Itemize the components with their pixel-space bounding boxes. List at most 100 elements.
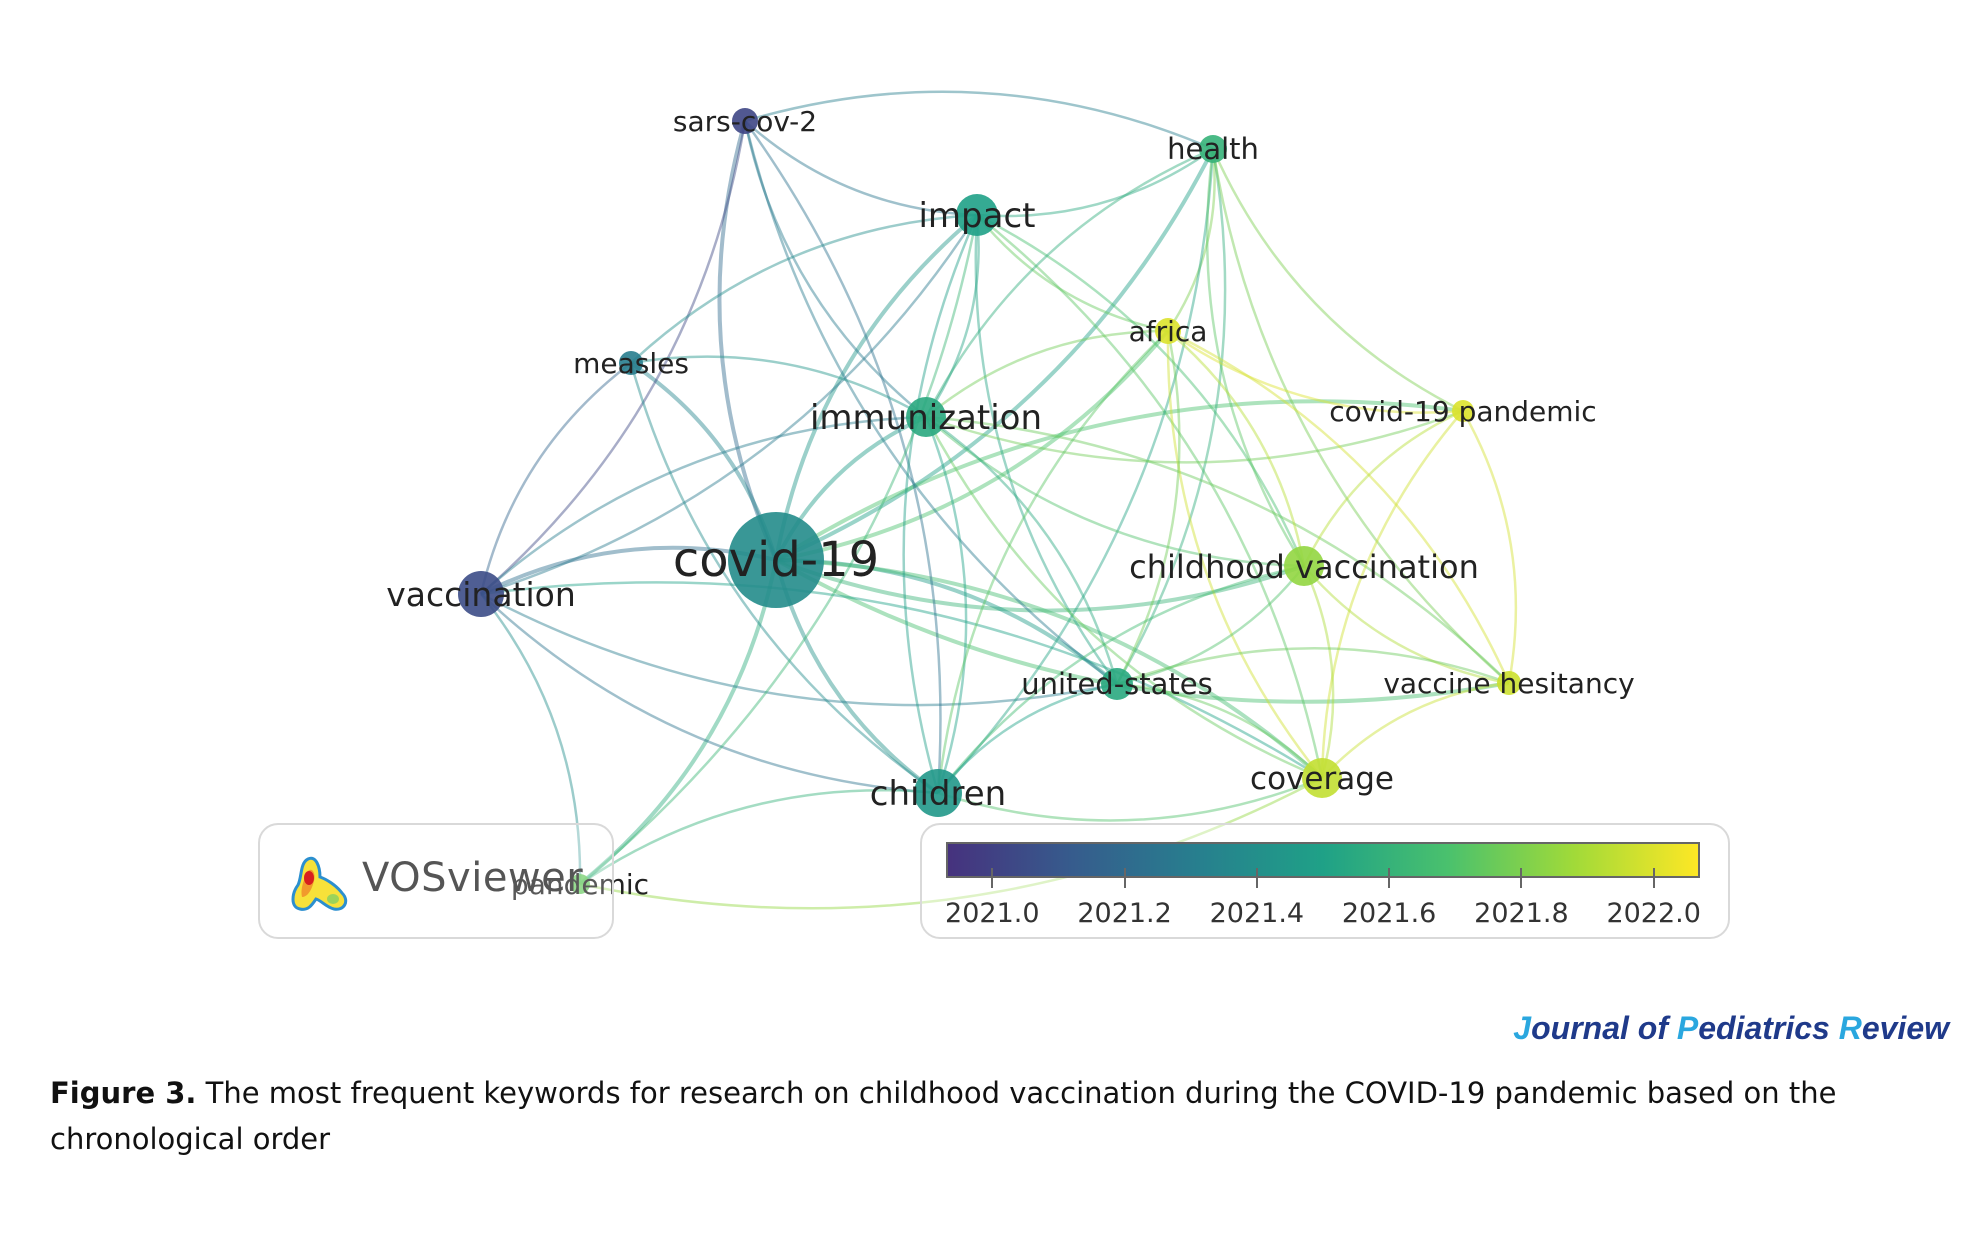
- edge-covid-19-pandemic-childhood-vaccination: [1302, 409, 1464, 567]
- label-covid-19: covid-19: [673, 532, 879, 588]
- edge-measles-immunization: [630, 355, 927, 419]
- year-colorbar: [946, 842, 1700, 878]
- colorbar-tick-label: 2021.4: [1209, 898, 1305, 929]
- edge-immunization-children: [924, 416, 968, 794]
- node-immunization[interactable]: [906, 397, 946, 437]
- edge-covid-19-africa: [775, 329, 1170, 562]
- colorbar-tick-label: 2021.0: [945, 898, 1040, 929]
- colorbar-tick-mark: [991, 868, 994, 888]
- edge-childhood-vaccination-vaccine-hesitancy: [1303, 565, 1510, 685]
- colorbar-tick-mark: [1652, 868, 1655, 888]
- journal-text-1: ournal of: [1531, 1010, 1677, 1046]
- colorbar-tick-label: 2021.2: [1077, 898, 1172, 929]
- label-africa: africa: [1129, 315, 1208, 348]
- edge-vaccination-measles: [479, 362, 632, 595]
- node-africa[interactable]: [1155, 318, 1181, 344]
- node-covid-19[interactable]: [728, 512, 824, 608]
- edge-impact-children: [902, 214, 979, 794]
- edge-united-states-children: [937, 682, 1118, 794]
- edge-sars-cov-2-children: [743, 120, 942, 794]
- edge-sars-cov-2-immunization: [743, 120, 927, 418]
- edge-childhood-vaccination-coverage: [1302, 565, 1335, 779]
- label-pandemic: pandemic: [511, 868, 649, 901]
- node-vaccine-hesitancy[interactable]: [1497, 671, 1521, 695]
- label-measles: measles: [573, 347, 689, 380]
- edge-vaccine-hesitancy-coverage: [1321, 681, 1510, 779]
- edge-health-vaccine-hesitancy: [1211, 148, 1510, 684]
- node-children[interactable]: [914, 769, 962, 817]
- node-impact[interactable]: [956, 194, 998, 236]
- colorbar-tick-mark: [1388, 868, 1391, 888]
- colorbar-tick-label: 2021.6: [1341, 898, 1437, 929]
- network-nodes: [458, 108, 1521, 894]
- node-sars-cov-2[interactable]: [732, 108, 758, 134]
- edge-impact-coverage: [976, 214, 1324, 779]
- edge-health-children: [937, 148, 1215, 794]
- edge-measles-impact: [630, 213, 978, 364]
- edge-health-childhood-vaccination: [1205, 148, 1306, 567]
- edge-covid-19-pandemic-coverage: [1320, 410, 1464, 779]
- edge-vaccination-immunization: [480, 415, 927, 595]
- node-covid-19-pandemic[interactable]: [1452, 400, 1474, 422]
- vosviewer-heatmap-icon: [291, 856, 348, 911]
- edge-united-states-vaccine-hesitancy: [1116, 647, 1510, 686]
- caption-label: Figure 3.: [50, 1076, 197, 1110]
- colorbar-tick-mark: [1255, 868, 1258, 888]
- edge-immunization-united-states: [925, 415, 1119, 685]
- journal-letter-r: R: [1838, 1010, 1862, 1046]
- edge-africa-vaccine-hesitancy: [1167, 329, 1511, 684]
- node-united-states[interactable]: [1101, 668, 1133, 700]
- label-health: health: [1167, 132, 1259, 166]
- edge-covid-19-health: [775, 148, 1215, 562]
- journal-text-2: ediatrics: [1698, 1010, 1839, 1046]
- edge-africa-united-states: [1115, 330, 1181, 685]
- network-labels: covid-19vaccinationsars-cov-2measlesimpa…: [386, 105, 1634, 901]
- edge-covid-19-sars-cov-2: [717, 120, 778, 561]
- edge-sars-cov-2-united-states: [743, 120, 1118, 686]
- edge-impact-africa: [976, 214, 1169, 333]
- edge-health-immunization: [924, 147, 1214, 418]
- journal-letter-j: J: [1513, 1010, 1532, 1046]
- label-united-states: united-states: [1021, 667, 1212, 701]
- edge-childhood-vaccination-united-states: [1116, 565, 1305, 686]
- label-sars-cov-2: sars-cov-2: [673, 105, 817, 138]
- vosviewer-logo-text: VOSviewer: [362, 855, 584, 901]
- node-pandemic[interactable]: [570, 874, 590, 894]
- edge-vaccination-pandemic: [480, 593, 582, 885]
- edge-impact-united-states: [974, 214, 1119, 685]
- edge-immunization-childhood-vaccination: [925, 416, 1305, 568]
- colorbar-tick-label: 2022.0: [1606, 898, 1701, 929]
- edge-united-states-coverage: [1116, 682, 1323, 779]
- colorbar-tick-mark: [1520, 868, 1523, 888]
- edge-childhood-vaccination-children: [937, 564, 1305, 794]
- edge-impact-pandemic: [579, 214, 979, 885]
- edge-vaccination-impact: [480, 214, 979, 596]
- label-immunization: immunization: [810, 398, 1042, 438]
- edge-immunization-vaccine-hesitancy: [925, 415, 1510, 684]
- edge-immunization-covid-19-pandemic: [925, 409, 1464, 464]
- colorbar-tick-label: 2021.8: [1474, 898, 1569, 929]
- edge-coverage-children: [937, 776, 1323, 822]
- edge-africa-covid-19-pandemic: [1167, 329, 1464, 414]
- label-childhood-vaccination: childhood vaccination: [1129, 548, 1479, 586]
- edge-impact-childhood-vaccination: [976, 213, 1306, 567]
- edge-vaccination-coverage: [480, 581, 1323, 780]
- node-childhood-vaccination[interactable]: [1284, 546, 1324, 586]
- label-vaccination: vaccination: [386, 575, 576, 614]
- label-vaccine-hesitancy: vaccine hesitancy: [1383, 667, 1634, 700]
- journal-letter-p: P: [1676, 1010, 1699, 1046]
- node-health[interactable]: [1199, 135, 1227, 163]
- edge-covid-19-impact: [774, 213, 979, 561]
- node-measles[interactable]: [619, 351, 643, 375]
- node-coverage[interactable]: [1302, 758, 1342, 798]
- edge-africa-children: [936, 330, 1169, 794]
- edge-vaccination-sars-cov-2: [480, 120, 747, 595]
- edge-vaccination-children: [480, 593, 939, 795]
- edge-impact-immunization: [924, 214, 980, 418]
- edge-covid-19-childhood-vaccination: [775, 558, 1305, 613]
- caption-text: The most frequent keywords for research …: [50, 1076, 1837, 1156]
- node-vaccination[interactable]: [458, 571, 504, 617]
- edge-immunization-coverage: [924, 416, 1323, 780]
- edge-children-pandemic: [579, 788, 939, 886]
